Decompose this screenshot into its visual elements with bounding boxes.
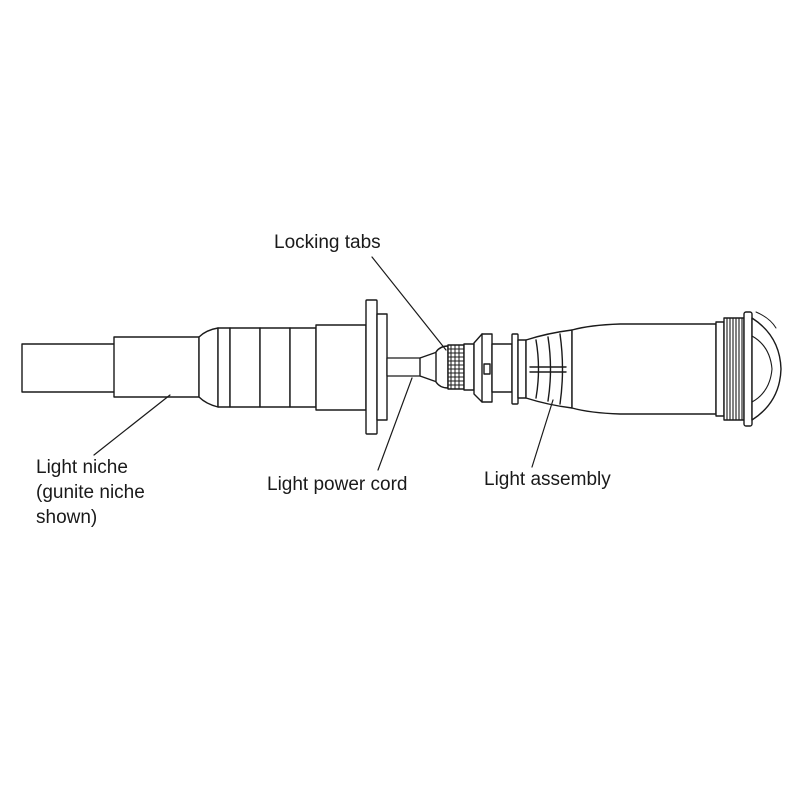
leader-lines [93, 256, 554, 471]
light-assembly-label: Light assembly [484, 469, 611, 490]
connector-drawing [435, 333, 513, 403]
leader-light-assembly [531, 399, 554, 468]
light-niche-drawing [21, 299, 388, 435]
light-assembly-drawing [511, 311, 782, 427]
leader-locking-tabs [371, 256, 447, 351]
leader-power-cord [377, 377, 413, 471]
leader-light-niche [93, 394, 171, 456]
light-niche-label-line-2: (gunite niche [36, 482, 145, 503]
locking-tabs-label: Locking tabs [274, 232, 381, 253]
light-niche-label-line-1: Light niche [36, 457, 128, 478]
light-niche-label: Light niche (gunite niche shown) [36, 455, 145, 530]
light-niche-label-line-3: shown) [36, 507, 98, 528]
light-power-cord-label: Light power cord [267, 474, 408, 495]
